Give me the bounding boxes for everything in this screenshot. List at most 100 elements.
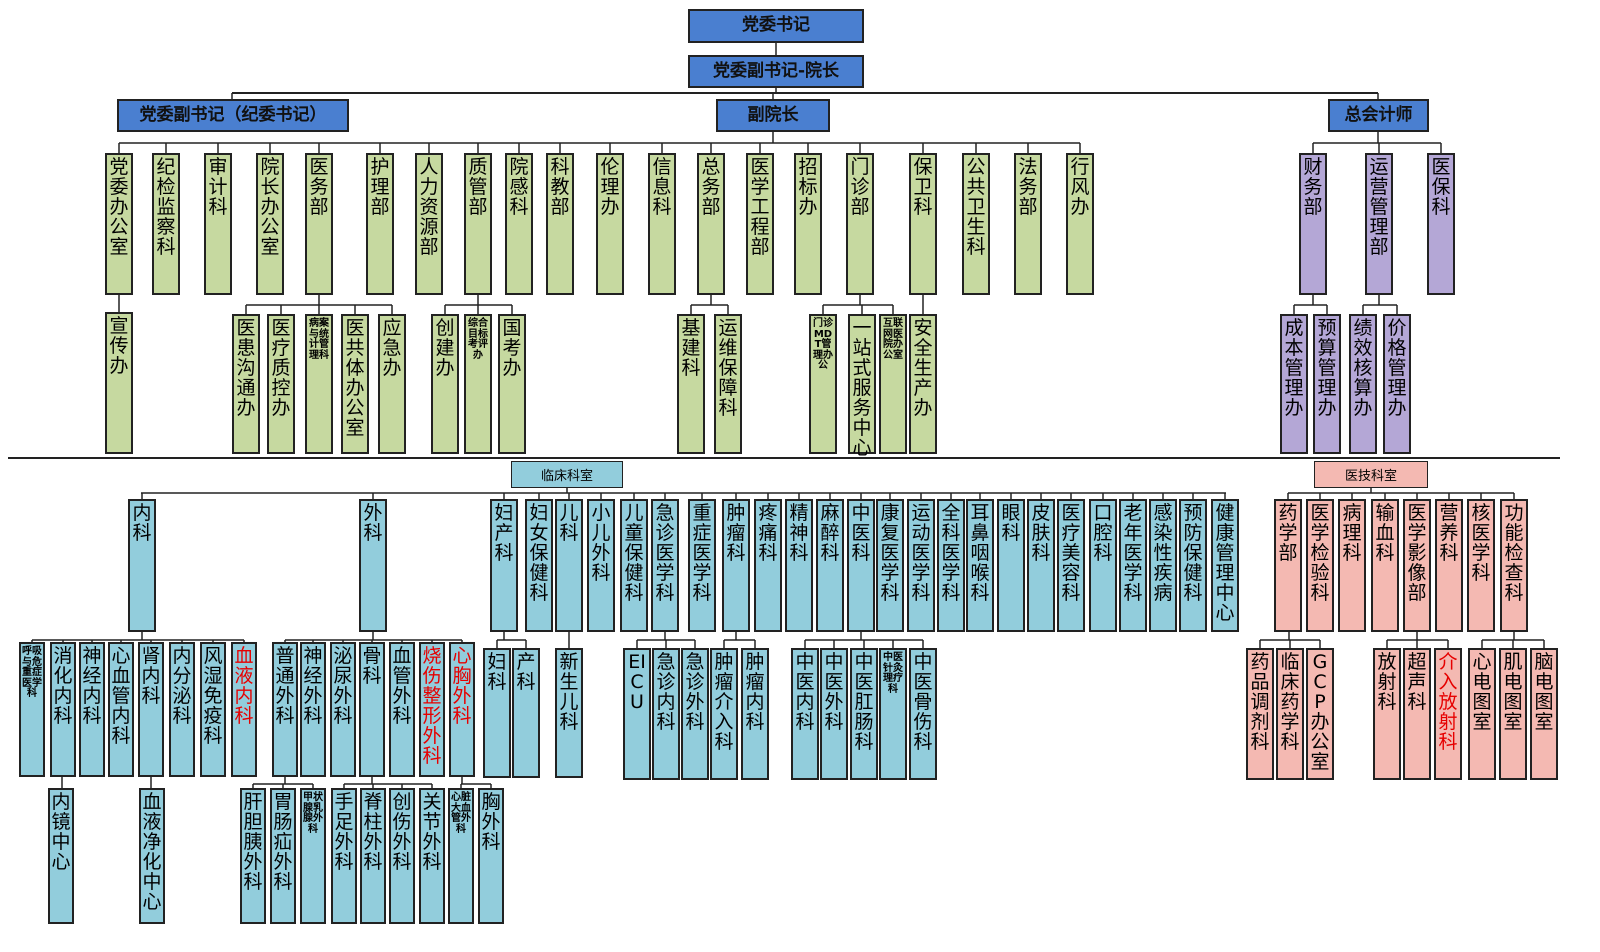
tech-dept-6: 营养科	[1435, 499, 1463, 632]
clinical-dept-22: 感染性疾病	[1149, 499, 1177, 632]
tech-dept-1: 药学部	[1274, 499, 1302, 632]
clinical-dept-20: 口腔科	[1089, 499, 1117, 632]
tech-dept-4: 输血科	[1371, 499, 1399, 632]
clinical-dept-5: 儿童保健科	[620, 499, 648, 632]
function-sub-1: 心电图室	[1468, 648, 1496, 780]
admin-dept-9: 院感科	[505, 153, 533, 295]
medical-sub-5: 应急办	[378, 314, 406, 454]
admin-dept-18: 公共卫生科	[962, 153, 990, 295]
clinical-dept-2: 妇女保健科	[525, 499, 553, 632]
ops-sub-1: 绩效核算办	[1349, 314, 1377, 454]
quality-sub-1: 创建办	[431, 314, 459, 454]
ops-sub-2: 价格管理办	[1383, 314, 1411, 454]
admin-dept-12: 信息科	[648, 153, 676, 295]
admin-dept-6: 护理部	[366, 153, 394, 295]
security-sub-1: 安全生产办	[909, 314, 937, 454]
clinical-dept-19: 医疗美容科	[1057, 499, 1085, 632]
outpatient-sub-2: 一站式服务中心	[848, 314, 876, 458]
party-secretary-box: 党委书记	[688, 9, 864, 43]
admin-dept-19: 法务部	[1014, 153, 1042, 295]
chief-accountant-box: 总会计师	[1328, 99, 1429, 132]
admin-dept-3: 审计科	[204, 153, 232, 295]
clinical-dept-18: 皮肤科	[1027, 499, 1055, 632]
tcm-sub-3: 中医肛肠科	[850, 648, 878, 780]
president-box: 党委副书记-院长	[688, 55, 864, 88]
general-surgery-sub-1: 肝胆胰外科	[240, 788, 266, 924]
admin-dept-16: 门诊部	[846, 153, 874, 295]
pharmacy-sub-2: 临床药学科	[1276, 648, 1304, 780]
quality-sub-3: 国考办	[498, 314, 526, 454]
admin-dept-8: 质管部	[464, 153, 492, 295]
clinical-dept-24: 健康管理中心	[1211, 499, 1239, 632]
tech-dept-8: 功能检查科	[1500, 499, 1528, 632]
tcm-sub-1: 中医内科	[791, 648, 819, 780]
function-sub-2: 肌电图室	[1499, 648, 1527, 780]
admin-dept-20: 行风办	[1066, 153, 1094, 295]
emergency-sub-3: 急诊外科	[681, 648, 709, 780]
pediatrics-sub-1: 新生儿科	[555, 648, 583, 778]
clinical-dept-10: 精神科	[785, 499, 813, 632]
waike-sub-6: 烧伤整形外科	[419, 642, 445, 777]
general-surgery-sub-2: 胃肠疝外科	[270, 788, 296, 924]
ortho-sub-1: 手足外科	[331, 788, 357, 924]
party-sub-1: 宣传办	[105, 312, 133, 454]
tech-dept-2: 医学检验科	[1306, 499, 1334, 632]
oncology-sub-1: 肿瘤介入科	[710, 648, 738, 780]
clinical-dept-16: 耳鼻咽喉科	[966, 499, 994, 632]
tcm-sub-2: 中医外科	[820, 648, 848, 780]
clinical-dept-11: 麻醉科	[816, 499, 844, 632]
clinical-dept-13: 康复医学科	[876, 499, 904, 632]
neike-sub-1: 呼吸与危重症医学科	[19, 642, 45, 777]
neike-sub2-2: 血液净化中心	[139, 788, 165, 924]
emergency-sub-1: EICU	[623, 648, 651, 780]
finance-dept-2: 运营管理部	[1365, 153, 1393, 295]
waike-sub-7: 心胸外科	[449, 642, 475, 777]
neike-sub-2: 消化内科	[50, 642, 76, 777]
neike-sub-3: 神经内科	[79, 642, 105, 777]
admin-dept-1: 党委办公室	[105, 153, 133, 295]
admin-dept-10: 科教部	[546, 153, 574, 295]
function-sub-3: 脑电图室	[1530, 648, 1558, 780]
neike-sub-7: 风湿免疫科	[200, 642, 226, 777]
emergency-sub-2: 急诊内科	[652, 648, 680, 780]
general-sub-1: 基建科	[677, 314, 705, 454]
clinical-dept-label: 临床科室	[511, 461, 623, 488]
admin-dept-14: 医学工程部	[746, 153, 774, 295]
deputy-party-secretary-box: 党委副书记（纪委书记）	[117, 99, 349, 132]
admin-dept-11: 伦理办	[596, 153, 624, 295]
obgyn-sub-1: 妇科	[483, 648, 511, 778]
medical-sub-2: 医疗质控办	[267, 314, 295, 454]
finance-sub-2: 预算管理办	[1313, 314, 1341, 454]
finance-dept-3: 医保科	[1427, 153, 1455, 295]
general-surgery-sub-3: 甲状腺乳腺外科	[300, 788, 326, 924]
clinical-dept-8: 肿瘤科	[722, 499, 750, 632]
ortho-sub-4: 关节外科	[419, 788, 445, 924]
outpatient-sub-1: 门诊MDT管理办公	[809, 314, 837, 454]
neike-sub-5: 肾内科	[138, 642, 164, 777]
clinical-dept-17: 眼科	[997, 499, 1025, 632]
pharmacy-sub-1: 药品调剂科	[1246, 648, 1274, 780]
medical-sub-3: 病案与统计管理科	[305, 314, 333, 454]
tech-dept-5: 医学影像部	[1403, 499, 1431, 632]
finance-sub-1: 成本管理办	[1280, 314, 1308, 454]
neike-sub2-1: 内镜中心	[48, 788, 74, 924]
admin-dept-5: 医务部	[305, 153, 333, 295]
waike-sub-3: 泌尿外科	[330, 642, 356, 777]
pharmacy-sub-3: GCP办公室	[1306, 648, 1334, 780]
admin-dept-13: 总务部	[697, 153, 725, 295]
clinical-dept-12: 中医科	[847, 499, 875, 632]
imaging-sub-1: 放射科	[1373, 648, 1401, 780]
ortho-sub-3: 创伤外科	[389, 788, 415, 924]
tech-dept-3: 病理科	[1338, 499, 1366, 632]
waike-box: 外科	[359, 499, 387, 632]
finance-dept-1: 财务部	[1299, 153, 1327, 295]
neike-box: 内科	[128, 499, 156, 632]
quality-sub-2: 综合目标考评办	[464, 314, 492, 454]
medical-sub-4: 医共体办公室	[341, 314, 369, 454]
obgyn-sub-2: 产科	[512, 648, 540, 778]
clinical-dept-14: 运动医学科	[907, 499, 935, 632]
clinical-dept-15: 全科医学科	[937, 499, 965, 632]
medical-sub-1: 医患沟通办	[232, 314, 260, 454]
